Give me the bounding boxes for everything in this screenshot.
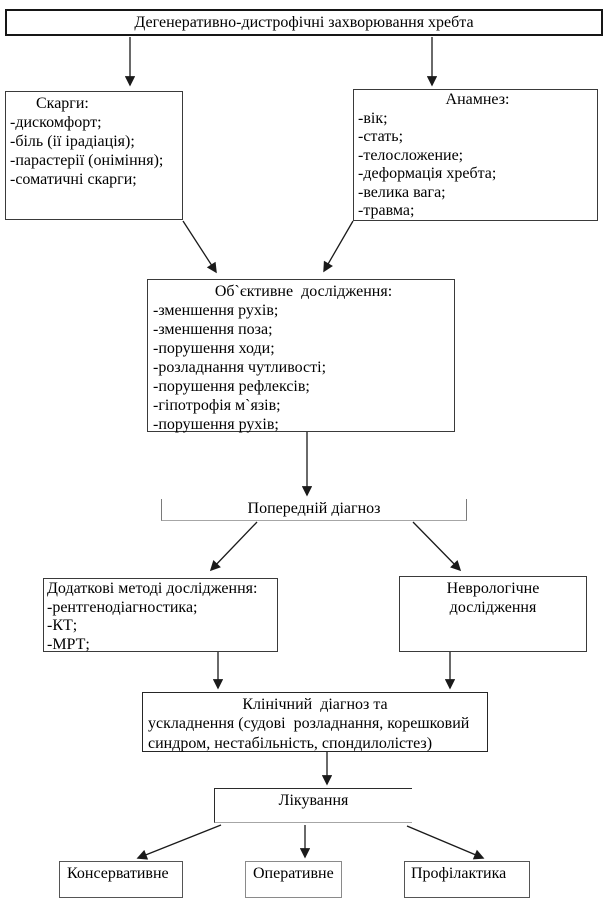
skargi-item: -дискомфорт; bbox=[10, 114, 102, 131]
skargi-item: -соматичні скарги; bbox=[10, 171, 137, 188]
obiektyvne-box: Об`єктивне дослідження: -зменшення рухів… bbox=[147, 279, 455, 433]
anamnez-item: -стать; bbox=[358, 128, 404, 145]
arrow-poperednii-to-dodatkovi bbox=[209, 521, 258, 572]
operatyvne-label: Оперативне bbox=[253, 865, 334, 882]
dodatkovi-item: -рентгенодіагностика; bbox=[47, 598, 198, 616]
likuvannia-box: Лікування bbox=[214, 788, 412, 823]
anamnez-title: Анамнез: bbox=[445, 91, 510, 108]
klinichnyi-line3: синдром, нестабільність, спондилолістез) bbox=[148, 734, 433, 752]
nevrolohichne-box: Неврологічне дослідження bbox=[399, 576, 587, 652]
klinichnyi-diagnoz-box: Клінічний діагноз та ускладнення (судові… bbox=[142, 692, 488, 752]
anamnez-item: -вік; bbox=[358, 109, 388, 127]
anamnez-box: Анамнез: -вік; -стать; -телосложение; -д… bbox=[353, 89, 598, 221]
konservatyvne-label: Консервативне bbox=[67, 865, 169, 882]
dodatkovi-item: -КТ; bbox=[47, 617, 78, 634]
arrow-poperednii-to-nevrolohichne bbox=[412, 521, 462, 572]
dodatkovi-title: Додаткові методі дослідження: bbox=[47, 580, 258, 597]
arrow-anamnez-to-obiektyvne bbox=[323, 220, 354, 273]
likuvannia-label: Лікування bbox=[278, 792, 349, 809]
profilaktyka-box: Профілактика bbox=[404, 861, 530, 898]
arrow-skargi-to-obiektyvne bbox=[182, 220, 217, 274]
title-box: Дегенеративно-дистрофічні захворювання х… bbox=[5, 9, 603, 36]
dodatkovi-item: -МРТ; bbox=[47, 635, 90, 653]
anamnez-item: -велика вага; bbox=[358, 183, 446, 201]
operatyvne-box: Оперативне bbox=[245, 861, 342, 898]
obiektyvne-item: -розладнання чутливості; bbox=[153, 359, 327, 376]
anamnez-item: -травма; bbox=[358, 202, 415, 219]
poperednii-diagnoz-label: Попередній діагноз bbox=[247, 500, 381, 517]
obiektyvne-item: -гіпотрофія м`язів; bbox=[153, 397, 281, 414]
profilaktyka-label: Профілактика bbox=[411, 865, 507, 882]
klinichnyi-line1: Клінічний діагноз та bbox=[242, 696, 388, 713]
obiektyvne-item: -зменшення рухів; bbox=[153, 302, 279, 319]
obiektyvne-item: -порушення ходи; bbox=[153, 340, 275, 357]
skargi-title: Скарги: bbox=[36, 95, 89, 112]
obiektyvne-title: Об`єктивне дослідження: bbox=[214, 283, 393, 300]
skargi-item: -парастерії (оніміння); bbox=[10, 152, 164, 169]
obiektyvne-item: -порушення рухів; bbox=[153, 416, 279, 433]
nevrolohichne-line1: Неврологічне bbox=[446, 580, 540, 597]
nevrolohichne-line2: дослідження bbox=[449, 599, 537, 616]
anamnez-item: -деформація хребта; bbox=[358, 165, 497, 182]
skargi-item: -біль (ії ірадіація); bbox=[10, 133, 135, 150]
dodatkovi-metody-box: Додаткові методі дослідження: -рентгенод… bbox=[43, 578, 278, 653]
obiektyvne-item: -зменшення поза; bbox=[153, 321, 273, 338]
page-title: Дегенеративно-дистрофічні захворювання х… bbox=[134, 14, 474, 31]
arrow-likuvannia-to-konservatyvne bbox=[136, 824, 222, 860]
klinichnyi-line2: ускладнення (судові розладнання, корешко… bbox=[148, 715, 470, 733]
konservatyvne-box: Консервативне bbox=[59, 861, 183, 898]
obiektyvne-item: -порушення рефлексів; bbox=[153, 378, 310, 395]
anamnez-item: -телосложение; bbox=[358, 146, 464, 164]
skargi-box: Скарги: -дискомфорт; -біль (ії ірадіація… bbox=[5, 91, 183, 220]
poperednii-diagnoz-box: Попередній діагноз bbox=[161, 499, 467, 521]
arrow-likuvannia-to-profilaktyka bbox=[406, 825, 485, 860]
